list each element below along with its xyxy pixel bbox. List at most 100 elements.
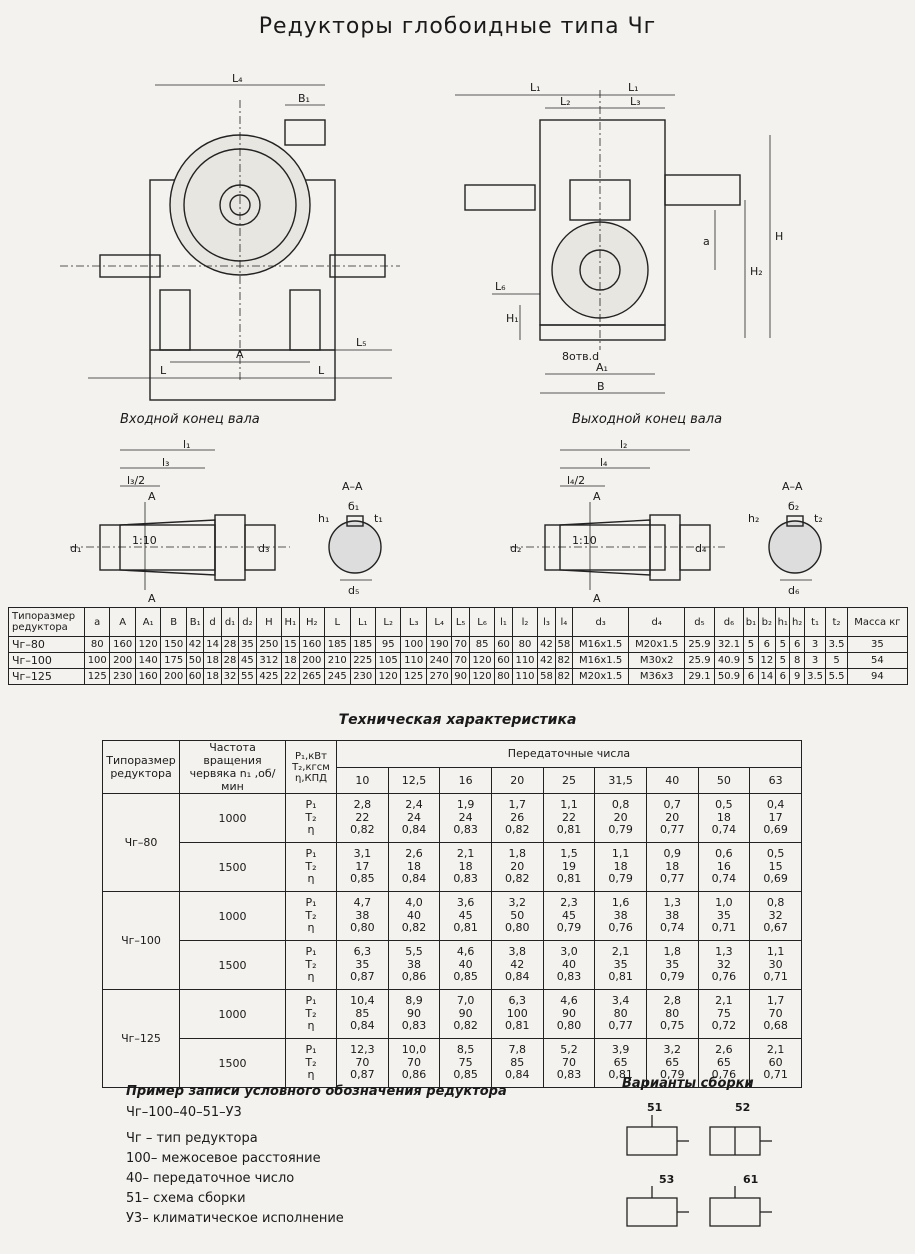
- tech-value-eta: 0,82: [505, 823, 530, 837]
- tech-value-P: 2,6: [715, 1043, 733, 1057]
- dim-col-header: B: [160, 607, 187, 637]
- tech-value-T: 60: [768, 1055, 783, 1069]
- tech-value-P: 3,0: [560, 945, 578, 959]
- dim-col-header: d₆: [713, 607, 745, 637]
- dim-A1: A₁: [596, 361, 608, 374]
- dim-cell: 58: [537, 668, 556, 685]
- dim-H: H: [775, 230, 783, 243]
- dim-cell: 15: [281, 636, 300, 653]
- dim-d2: d₂: [510, 542, 521, 555]
- tech-value-P: 4,7: [353, 896, 372, 910]
- param-symbol: T₂: [305, 1055, 317, 1069]
- tech-value-P: 4,0: [405, 896, 423, 910]
- tech-value-eta: 0,84: [505, 1068, 530, 1082]
- dim-d3: d₃: [258, 542, 269, 555]
- dim-col-header: l₃: [537, 607, 556, 637]
- tech-value-eta: 0,81: [556, 872, 582, 886]
- tech-value-eta: 0,83: [453, 823, 478, 837]
- dim-cell: 42: [185, 636, 205, 653]
- tech-value-eta: 0,83: [453, 872, 478, 886]
- tech-value-P: 5,2: [560, 1043, 578, 1057]
- tech-speed-cell: 1500: [179, 940, 286, 990]
- tech-value-eta: 0,69: [763, 823, 788, 837]
- dim-cell: 270: [425, 668, 453, 685]
- tech-value-T: 100: [506, 1006, 528, 1020]
- dim-cell: 18: [203, 652, 222, 669]
- param-symbol: P₁: [305, 945, 317, 959]
- dim-col-header: L₂: [374, 607, 402, 637]
- tech-value-T: 24: [406, 810, 421, 824]
- tech-value-P: 0,7: [663, 798, 682, 812]
- dim-l3: l₃: [162, 456, 169, 469]
- dim-col-header: L₆: [468, 607, 496, 637]
- tech-value-P: 8,9: [405, 994, 423, 1008]
- dim-cell: 29.1: [684, 668, 715, 685]
- tech-value-P: 10,4: [350, 994, 375, 1008]
- dim-col-header: H₂: [298, 607, 326, 637]
- tech-value-eta: 0,82: [401, 921, 427, 935]
- dim-cell: 3.5: [825, 636, 848, 653]
- tech-value-T: 35: [355, 957, 370, 971]
- tech-value-T: 35: [665, 957, 680, 971]
- dim-cell: 25.9: [684, 652, 715, 669]
- tech-value-T: 90: [406, 1006, 421, 1020]
- dim-cell: 230: [349, 668, 376, 685]
- dim-cell: 100: [83, 652, 111, 669]
- dim-l4: l₄: [600, 456, 608, 469]
- example-line-3: 40– передаточное число: [126, 1171, 295, 1186]
- example-line-1: Чг – тип редуктора: [126, 1131, 258, 1146]
- tech-value-eta: 0,77: [608, 1019, 633, 1033]
- dim-cell: М16х1.5: [572, 652, 630, 669]
- dim-col-header: l₂: [511, 607, 539, 637]
- dim-cell: М36х3: [628, 668, 686, 685]
- dim-a: a: [703, 235, 710, 248]
- tech-value-T: 20: [665, 810, 680, 824]
- tech-value-T: 15: [768, 859, 783, 873]
- tech-value-T: 80: [665, 1006, 680, 1020]
- dim-cell: 150: [160, 636, 187, 653]
- tech-value-P: 0,8: [766, 896, 785, 910]
- dim-col-header: L: [324, 607, 351, 637]
- tech-value-eta: 0,85: [350, 872, 375, 886]
- tech-value-P: 1,7: [508, 798, 527, 812]
- dim-l1: l₁: [183, 438, 190, 451]
- tech-value-T: 32: [716, 957, 731, 971]
- tech-value-eta: 0,81: [608, 970, 633, 984]
- tech-value-P: 3,9: [611, 1043, 630, 1057]
- section-out-title: А–А: [782, 480, 803, 493]
- dim-cell: 60: [494, 636, 513, 653]
- dim-col-header: Масса кг: [846, 607, 909, 637]
- dim-L2: L₂: [560, 95, 571, 108]
- assembly-53: 53: [659, 1173, 674, 1186]
- assembly-52: 52: [735, 1101, 750, 1114]
- ratio-header: 31,5: [594, 766, 647, 794]
- param-symbol: T₂: [305, 957, 317, 971]
- dim-cell: 60: [494, 652, 513, 669]
- ratio-header: 10: [336, 766, 389, 794]
- tech-value-T: 18: [406, 859, 421, 873]
- tech-value-eta: 0,81: [505, 1019, 530, 1033]
- tech-value-T: 38: [355, 908, 370, 922]
- dim-col-header: t₂: [825, 607, 848, 637]
- tech-value-eta: 0,84: [505, 970, 530, 984]
- dim-cell: 185: [349, 636, 376, 653]
- reducer-drawing-top: L₄ B₁ A L L L₅ L₁ L₁ L₂ L₃ a H H₂ L₆ H₁ …: [60, 72, 783, 401]
- tech-value-eta: 0,83: [556, 1068, 582, 1082]
- param-symbol: T₂: [305, 859, 317, 873]
